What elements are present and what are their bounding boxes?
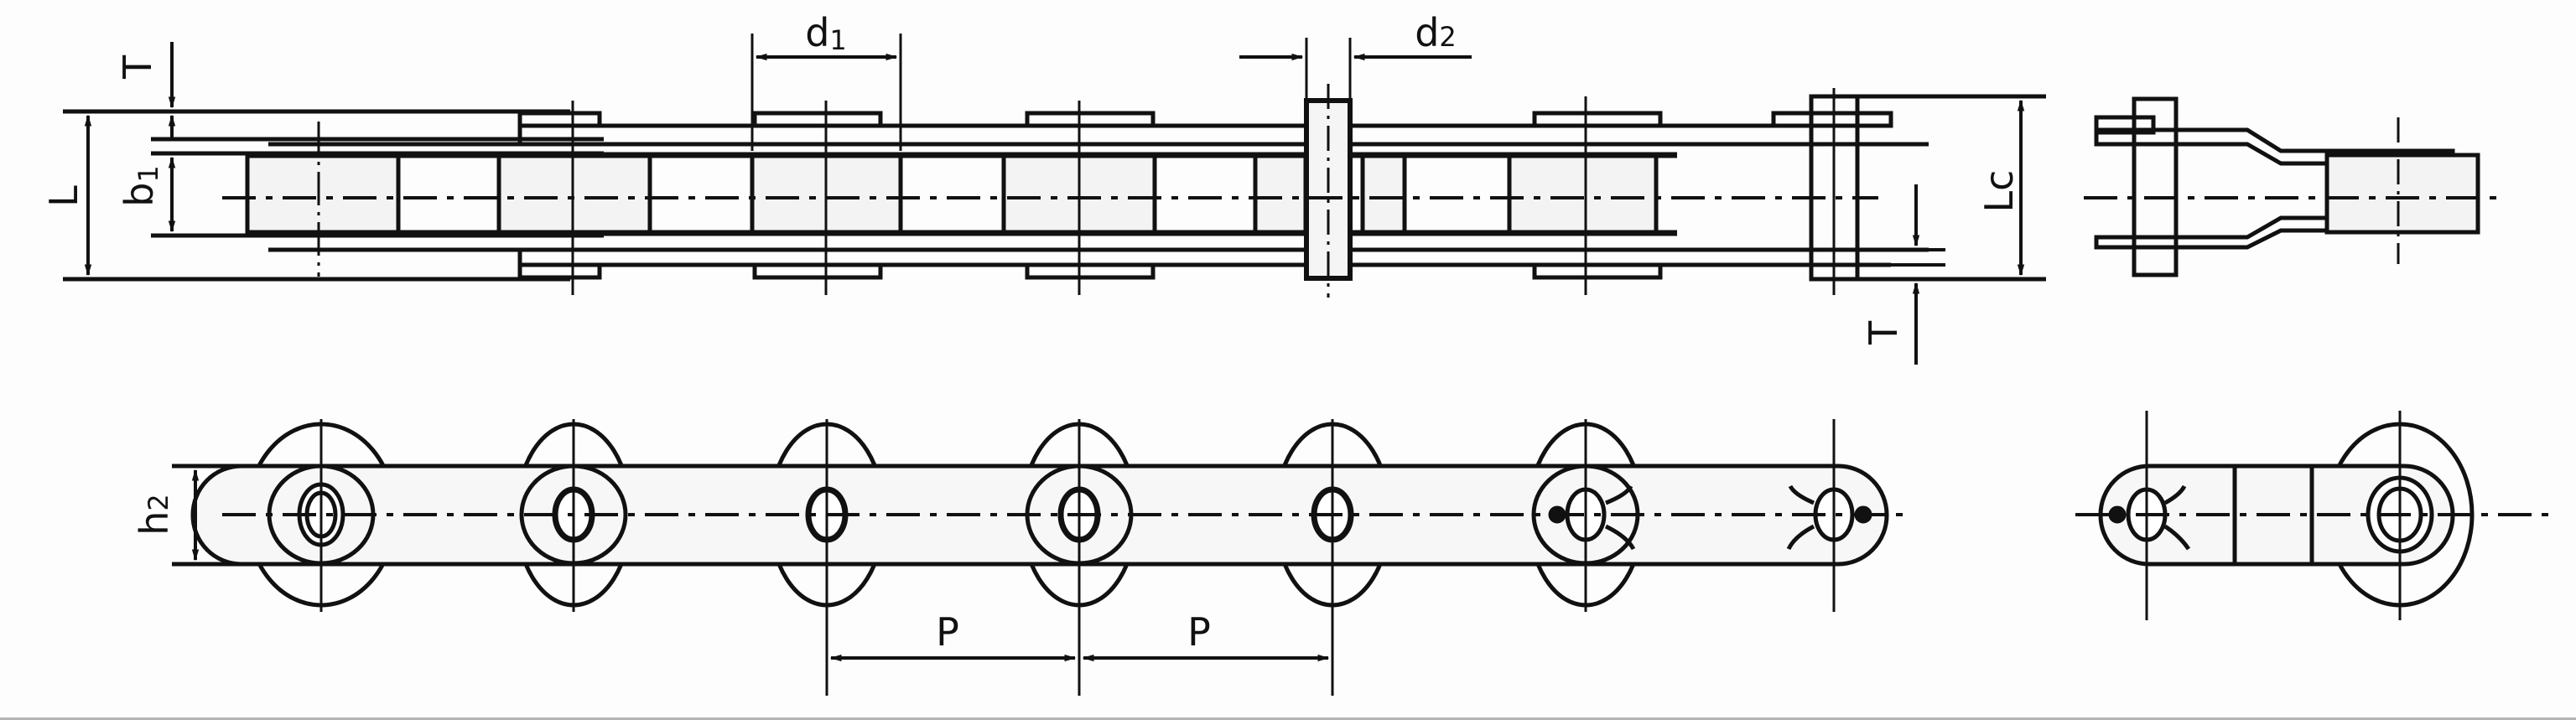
end-cotter-pin bbox=[2163, 484, 2191, 551]
cotter-pin bbox=[1604, 484, 1636, 551]
bottom-border bbox=[0, 717, 2576, 720]
top-end-view bbox=[2084, 96, 2499, 277]
top-view bbox=[63, 34, 2046, 365]
roller bbox=[245, 153, 401, 235]
label-P-right: P bbox=[1187, 609, 1211, 655]
dimension-labels: T L b1 d1 d2 Lc T h2 P P bbox=[41, 10, 2022, 655]
label-T-right: T bbox=[1861, 320, 1906, 345]
pin-head-top bbox=[1532, 111, 1663, 128]
pin-head-bottom bbox=[517, 262, 602, 280]
label-h2: h2 bbox=[132, 494, 177, 536]
roller bbox=[1253, 153, 1308, 235]
end-view-pin-head bbox=[2094, 115, 2156, 135]
roller-gap bbox=[396, 153, 501, 235]
pin-head-top bbox=[752, 111, 883, 128]
end-view-roller bbox=[2324, 153, 2480, 235]
pin-head-top bbox=[1771, 111, 1893, 128]
side-pin-centerlines bbox=[319, 419, 1836, 696]
pin-head-bottom bbox=[1532, 262, 1663, 280]
label-T-top: T bbox=[115, 54, 160, 80]
label-P-left: P bbox=[936, 609, 959, 655]
roller bbox=[496, 153, 652, 235]
label-d1: d1 bbox=[805, 10, 847, 56]
end-view-pin bbox=[2132, 96, 2179, 277]
side-view bbox=[172, 419, 1908, 696]
pin-head-bottom bbox=[752, 262, 883, 280]
label-b1: b1 bbox=[117, 165, 164, 207]
pin-head-bottom bbox=[1025, 262, 1156, 280]
pin-head-top bbox=[517, 111, 602, 128]
label-L: L bbox=[41, 185, 86, 207]
roller bbox=[1507, 153, 1659, 235]
pin-head-top bbox=[1025, 111, 1156, 128]
roller-gap bbox=[898, 153, 1006, 235]
cotter-pin bbox=[1786, 484, 1815, 551]
side-end-view bbox=[2075, 411, 2549, 620]
label-d2: d2 bbox=[1415, 10, 1457, 55]
rollers bbox=[245, 153, 1659, 235]
label-Lc: Lc bbox=[1976, 170, 2022, 213]
roller bbox=[1360, 153, 1407, 235]
